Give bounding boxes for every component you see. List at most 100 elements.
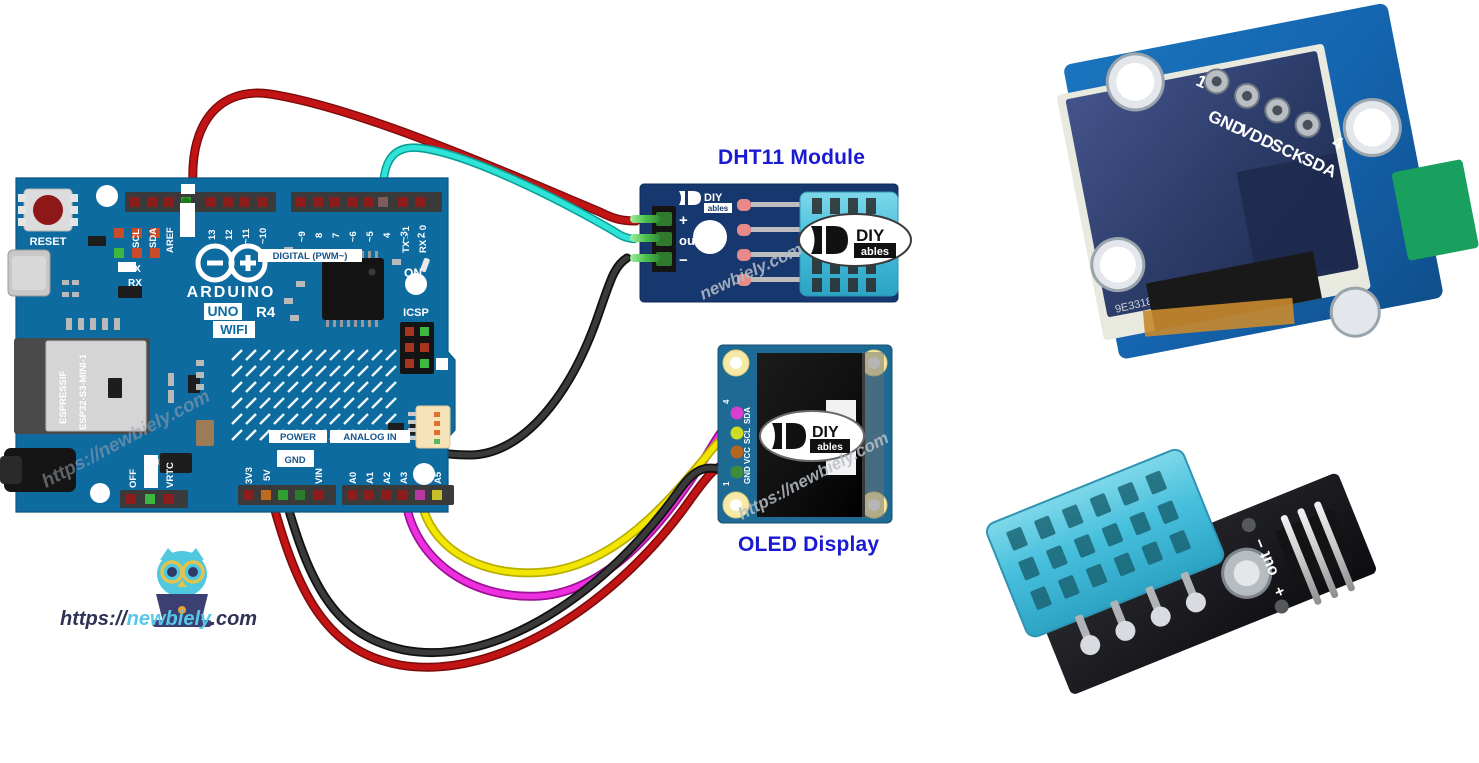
svg-text:~10: ~10 bbox=[258, 228, 269, 244]
analog-pin-a2[interactable] bbox=[381, 490, 391, 500]
prototype-hatch-area bbox=[231, 349, 397, 441]
oled-pin-labels: SDA SCL VCC GND 4 1 bbox=[722, 399, 752, 486]
digital-header-caption: DIGITAL (PWM~) bbox=[273, 251, 348, 262]
analog-pin-a5[interactable] bbox=[432, 490, 442, 500]
analog-pin-a3[interactable] bbox=[398, 490, 408, 500]
svg-text:RX←0: RX←0 bbox=[418, 225, 429, 253]
svg-text:TX→1: TX→1 bbox=[401, 225, 412, 253]
oled-pin-vcc[interactable] bbox=[730, 445, 744, 459]
oled-photo: 1 GND VDD SCK SDA 4 9E3318A1 bbox=[1057, 3, 1479, 359]
svg-text:A3: A3 bbox=[399, 472, 410, 484]
svg-text:A2: A2 bbox=[382, 472, 393, 484]
svg-text:DIY: DIY bbox=[856, 226, 885, 245]
svg-text:GND: GND bbox=[743, 466, 752, 484]
mcu-chip bbox=[322, 258, 384, 320]
svg-text:ables: ables bbox=[861, 246, 889, 258]
mounting-hole bbox=[96, 185, 118, 207]
digital-gnd-label: GND bbox=[183, 213, 194, 234]
led-cluster bbox=[114, 228, 160, 258]
svg-text:OFF: OFF bbox=[128, 469, 139, 488]
svg-text:3V3: 3V3 bbox=[244, 467, 255, 484]
dht11-pin-minus-lead bbox=[630, 254, 660, 262]
power-pin-3v3[interactable] bbox=[243, 490, 253, 500]
dht11-module[interactable]: + out − DIY ables bbox=[630, 183, 912, 304]
arduino-brand-label: ARDUINO bbox=[187, 284, 276, 301]
dht11-photo: + out − bbox=[985, 448, 1376, 694]
newbiely-brand-url[interactable]: https://newbiely.com bbox=[60, 608, 257, 631]
svg-text:5V: 5V bbox=[262, 469, 273, 481]
svg-text:7: 7 bbox=[331, 233, 342, 238]
mounting-hole bbox=[413, 463, 435, 485]
tx-led-label: TX bbox=[128, 264, 141, 275]
svg-text:DIY: DIY bbox=[812, 424, 839, 441]
power-pin-gnd[interactable] bbox=[278, 490, 288, 500]
power-header-caption: POWER bbox=[280, 432, 316, 443]
analog-header-caption: ANALOG IN bbox=[343, 432, 396, 443]
svg-text:4: 4 bbox=[722, 399, 731, 404]
svg-text:A1: A1 bbox=[365, 471, 376, 484]
svg-text:A5: A5 bbox=[433, 471, 444, 484]
digital-pin-2[interactable] bbox=[378, 197, 388, 207]
svg-text:8: 8 bbox=[314, 233, 325, 238]
power-pin-vin[interactable] bbox=[313, 490, 323, 500]
left-gnd-label: GND bbox=[147, 465, 158, 486]
svg-text:VCC: VCC bbox=[743, 447, 752, 464]
analog-pin-a4[interactable] bbox=[415, 490, 425, 500]
dht11-logo-small: DIY ables bbox=[679, 191, 732, 213]
newbiely-owl-logo bbox=[152, 548, 212, 627]
svg-text:~9: ~9 bbox=[297, 231, 308, 242]
oled-pin-scl[interactable] bbox=[730, 426, 744, 440]
board-revision-label: R4 bbox=[256, 304, 276, 321]
svg-text:SDA: SDA bbox=[743, 407, 752, 424]
left-pin-labels: OFF VRTC bbox=[128, 462, 176, 488]
digital-header-pins[interactable] bbox=[130, 197, 425, 207]
on-led-label: ON bbox=[404, 266, 422, 280]
svg-text:SCL: SCL bbox=[743, 428, 752, 444]
dht11-module-title: DHT11 Module bbox=[718, 146, 866, 169]
svg-text:ables: ables bbox=[817, 442, 843, 453]
oled-pin-gnd[interactable] bbox=[730, 465, 744, 479]
qwiic-connector[interactable] bbox=[415, 405, 451, 449]
rx-led-label: RX bbox=[128, 278, 142, 289]
dht11-pin-out-lead bbox=[630, 234, 660, 242]
oled-module[interactable]: SDA SCL VCC GND 4 1 DIY ables https://ne… bbox=[717, 344, 893, 524]
power-pin-5v[interactable] bbox=[261, 490, 271, 500]
digital-header-left[interactable] bbox=[125, 192, 276, 212]
dht11-mounting-hole bbox=[693, 220, 727, 254]
esp32-part-label: ESP32-S3-MINI-1 bbox=[78, 353, 89, 430]
svg-text:4: 4 bbox=[382, 232, 393, 238]
espressif-vendor-label: ESPRESSIF bbox=[58, 370, 69, 424]
dht11-pin-plus-lead bbox=[630, 215, 660, 223]
svg-text:~3: ~3 bbox=[399, 231, 410, 242]
power-pin-gnd-alt[interactable] bbox=[295, 490, 305, 500]
board-model-label: UNO bbox=[207, 303, 238, 319]
brand-name: newbiely bbox=[126, 608, 211, 630]
svg-text:13: 13 bbox=[207, 229, 218, 240]
arduino-logo bbox=[195, 243, 268, 283]
svg-text:~5: ~5 bbox=[365, 230, 376, 242]
svg-text:A4: A4 bbox=[416, 471, 427, 484]
svg-text:DIY: DIY bbox=[704, 192, 723, 204]
svg-text:ables: ables bbox=[708, 204, 729, 213]
svg-text:AREF: AREF bbox=[165, 227, 176, 253]
analog-pin-a0[interactable] bbox=[347, 490, 357, 500]
svg-text:VRTC: VRTC bbox=[165, 462, 176, 488]
mounting-hole bbox=[405, 273, 427, 295]
power-pin-labels: 3V3 5V VIN bbox=[244, 467, 325, 484]
svg-text:12: 12 bbox=[224, 229, 235, 240]
board-variant-label: WIFI bbox=[220, 322, 247, 337]
analog-pin-a1[interactable] bbox=[364, 490, 374, 500]
arduino-uno-r4-wifi-board[interactable]: RESET ESPRESSIF ESP32-S3-MINI-1 ARDUINO … bbox=[0, 177, 456, 513]
oled-pin-sda[interactable] bbox=[730, 406, 744, 420]
digital-pin-labels: SCL SDA AREF GND 13 12 ~11 ~10 ~9 8 7 ~6… bbox=[131, 227, 427, 253]
svg-text:~6: ~6 bbox=[348, 231, 359, 242]
svg-text:A0: A0 bbox=[348, 472, 359, 484]
dht11-pin-minus-label: − bbox=[679, 252, 688, 269]
reset-label: RESET bbox=[30, 236, 67, 248]
svg-text:GND: GND bbox=[182, 227, 193, 248]
svg-text:~11: ~11 bbox=[241, 228, 252, 244]
svg-text:SDA: SDA bbox=[148, 228, 159, 248]
power-jack[interactable] bbox=[4, 448, 76, 492]
serial-pin-labels: TX→1 RX←0 bbox=[401, 225, 429, 253]
